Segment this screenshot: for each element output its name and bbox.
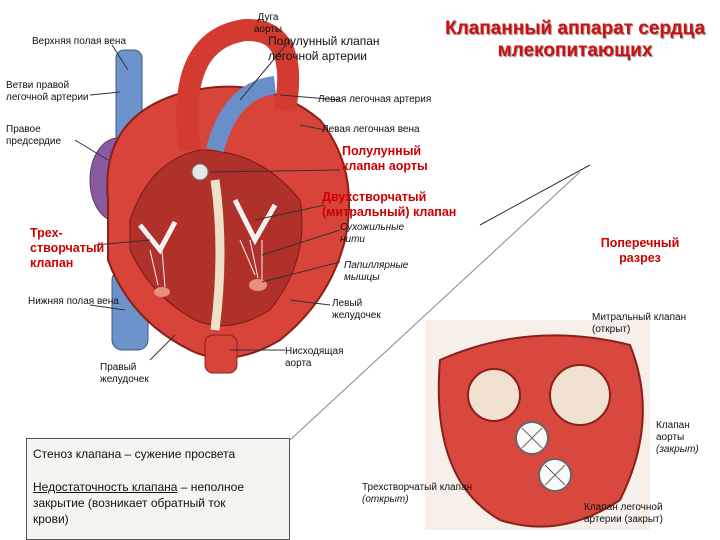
label-cross-section: Поперечный разрез <box>600 236 680 265</box>
cross-section-illustration <box>425 320 650 530</box>
descending-aorta <box>204 334 238 374</box>
label-aortic-valve-closed-state: (закрыт) <box>656 444 699 455</box>
insufficiency-definition: Недостаточность клапана – неполное <box>33 479 244 495</box>
label-right-ventricle: Правый желудочек <box>100 362 149 385</box>
label-aortic-semilunar-valve: Полулунный клапан аорты <box>342 144 428 173</box>
label-aortic-arch: Дуга аорты <box>253 12 283 35</box>
insufficiency-line-2: закрытие (возникает обратный ток <box>33 496 226 510</box>
label-left-pulmonary-vein: Левая легочная вена <box>322 124 420 135</box>
label-right-pulmonary-branches: Ветви правой легочной артерии <box>6 80 89 103</box>
label-aortic-valve-closed-name: Клапан аорты <box>656 420 690 443</box>
definitions-box: Стеноз клапана – сужение просвета Недост… <box>26 438 290 540</box>
slide-title: Клапанный аппарат сердца млекопитающих <box>444 18 706 61</box>
label-superior-vena-cava: Верхняя полая вена <box>32 36 127 47</box>
label-chordae: Сухожильные нити <box>340 222 405 245</box>
pulmonary-trunk <box>206 76 277 153</box>
tricuspid-valve-shape <box>138 220 178 255</box>
aortic-valve-shape <box>191 163 209 181</box>
insufficiency-line-3: крови) <box>33 512 69 526</box>
label-pulmonary-valve-closed: Клапан легочной артерии (закрыт) <box>584 502 663 525</box>
label-descending-aorta: Нисходящая аорта <box>285 346 344 369</box>
label-tricuspid-valve-open-name: Трехстворчатый клапан <box>362 482 473 493</box>
stenosis-definition: Стеноз клапана – сужение просвета <box>33 447 236 461</box>
label-mitral-valve: Двухстворчатый (митральный) клапан <box>322 190 457 219</box>
label-left-pulmonary-artery: Левая легочная артерия <box>318 94 432 105</box>
septum <box>210 179 225 331</box>
label-inferior-vena-cava: Нижняя полая вена <box>28 296 119 307</box>
label-left-ventricle: Левый желудочек <box>332 298 381 321</box>
insufficiency-term: Недостаточность клапана <box>33 480 178 494</box>
label-right-atrium: Правое предсердие <box>6 124 62 147</box>
label-mitral-valve-open: Митральный клапан (открыт) <box>592 312 687 335</box>
label-tricuspid-valve: Трех-створчатый клапан <box>30 226 105 270</box>
label-papillary-muscles: Папиллярные мышцы <box>344 260 409 283</box>
insufficiency-rest: – неполное <box>177 480 244 494</box>
label-tricuspid-valve-open-state: (открыт) <box>362 494 409 505</box>
label-tricuspid-valve-open: Трехстворчатый клапан (открыт) <box>362 482 482 506</box>
label-aortic-valve-closed: Клапан аорты (закрыт) <box>656 420 716 456</box>
aortic-arch <box>176 19 300 152</box>
label-pulmonary-semilunar-valve: Полулунный клапан легочной артерии <box>268 34 380 63</box>
